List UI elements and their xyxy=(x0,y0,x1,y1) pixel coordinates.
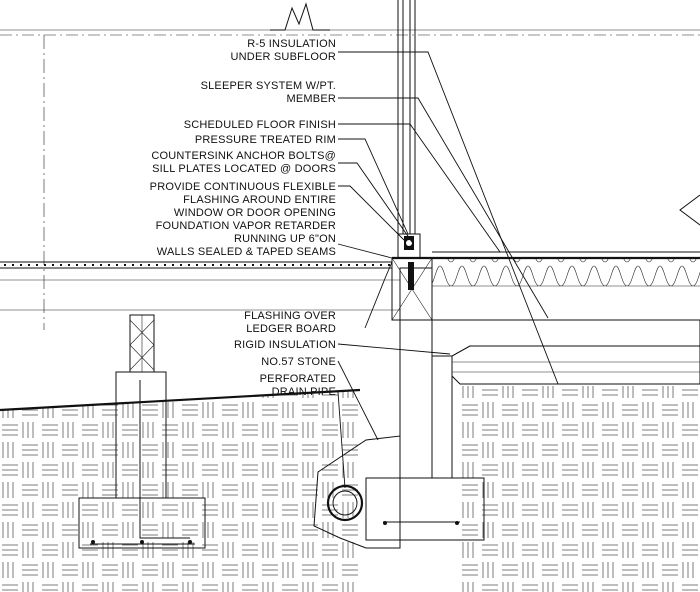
reference-lines xyxy=(0,0,700,330)
callout-text: DRAIN PIPE xyxy=(272,386,336,398)
floor-slab xyxy=(431,319,700,479)
callout-text: PRESSURE TREATED RIM xyxy=(195,134,336,146)
callout-text: PERFORATED xyxy=(260,373,336,385)
callout-stone: NO.57 STONE xyxy=(261,356,336,368)
callout-text: WINDOW OR DOOR OPENING xyxy=(174,207,336,219)
pier-footing xyxy=(78,314,206,549)
callout-floor-finish: SCHEDULED FLOOR FINISH xyxy=(184,119,336,131)
callout-text: SCHEDULED FLOOR FINISH xyxy=(184,119,336,131)
callout-text: COUNTERSINK ANCHOR BOLTS@ xyxy=(151,150,336,162)
callout-text: WALLS SEALED & TAPED SEAMS xyxy=(157,246,336,258)
sleeper-system xyxy=(391,233,700,321)
callout-text: FOUNDATION VAPOR RETARDER xyxy=(156,220,336,232)
earth-fill xyxy=(0,386,700,592)
callout-drain-pipe: PERFORATED DRAIN PIPE xyxy=(260,373,336,398)
callout-text: PROVIDE CONTINUOUS FLEXIBLE xyxy=(150,181,336,193)
callout-text: LEDGER BOARD xyxy=(246,323,336,335)
callout-text: UNDER SUBFLOOR xyxy=(231,51,336,63)
callout-vapor-retarder: FOUNDATION VAPOR RETARDER RUNNING UP 6"O… xyxy=(156,220,336,258)
vapor-retarder xyxy=(0,261,392,269)
callout-text: SILL PLATES LOCATED @ DOORS xyxy=(152,163,336,175)
callout-pressure-treated-rim: PRESSURE TREATED RIM xyxy=(195,134,336,146)
callout-text: R-5 INSULATION xyxy=(247,38,336,50)
callout-text: MEMBER xyxy=(287,93,336,105)
callout-sleeper-system: SLEEPER SYSTEM W/PT. MEMBER xyxy=(201,80,336,105)
callout-text: FLASHING AROUND ENTIRE xyxy=(183,194,336,206)
callout-text: FLASHING OVER xyxy=(244,310,336,322)
callout-text: RIGID INSULATION xyxy=(234,339,336,351)
callout-anchor-bolts: COUNTERSINK ANCHOR BOLTS@ SILL PLATES LO… xyxy=(151,150,336,175)
callout-text: NO.57 STONE xyxy=(261,356,336,368)
callout-text: RUNNING UP 6"ON xyxy=(234,233,336,245)
callout-text: SLEEPER SYSTEM W/PT. xyxy=(201,80,336,92)
callout-r5-insulation: R-5 INSULATION UNDER SUBFLOOR xyxy=(231,38,336,63)
leader-lines xyxy=(337,51,559,489)
callout-rigid-insulation: RIGID INSULATION xyxy=(234,339,336,351)
callout-ledger-flashing: FLASHING OVER LEDGER BOARD xyxy=(244,310,336,335)
callout-flexible-flashing: PROVIDE CONTINUOUS FLEXIBLE FLASHING ARO… xyxy=(150,181,336,219)
